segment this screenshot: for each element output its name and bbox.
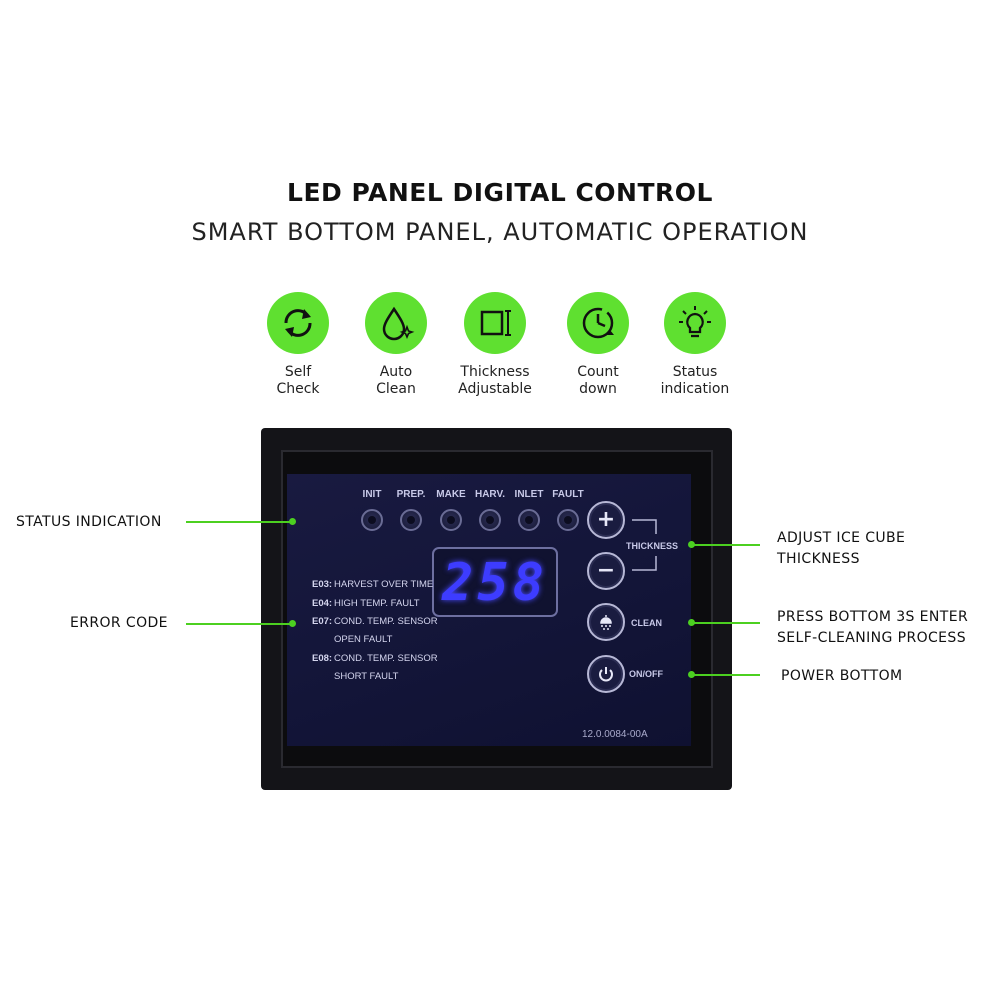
water-drop-sparkle-icon <box>365 292 427 354</box>
plus-icon: + <box>591 505 621 535</box>
minus-icon: − <box>591 556 621 586</box>
callout-dot-clean <box>688 619 695 626</box>
led-label-make: MAKE <box>436 489 466 500</box>
led-prep <box>400 509 422 531</box>
callout-error: ERROR CODE <box>70 615 168 631</box>
lightbulb-icon <box>664 292 726 354</box>
led-label-harv: HARV. <box>474 489 505 500</box>
callout-status: STATUS INDICATION <box>16 514 162 530</box>
callout-dot-thickness <box>688 541 695 548</box>
led-init <box>361 509 383 531</box>
page-title: LED PANEL DIGITAL CONTROL <box>287 178 713 207</box>
led-inlet <box>518 509 540 531</box>
led-label-inlet: INLET <box>514 489 544 500</box>
power-icon <box>599 667 613 682</box>
thickness-icon <box>464 292 526 354</box>
error-text: SHORT FAULT <box>334 671 399 682</box>
error-text: OPEN FAULT <box>334 634 393 645</box>
error-code: E04: <box>312 598 333 609</box>
callout-dot-power <box>688 671 695 678</box>
refresh-icon <box>267 292 329 354</box>
shower-icon <box>600 615 612 630</box>
error-text: COND. TEMP. SENSOR <box>334 616 438 627</box>
error-code: E03: <box>312 579 333 590</box>
led-fault <box>557 509 579 531</box>
error-text: HARVEST OVER TIME <box>334 579 434 590</box>
led-make <box>440 509 462 531</box>
error-text: COND. TEMP. SENSOR <box>334 653 438 664</box>
clean-button[interactable] <box>587 603 625 641</box>
page-subtitle: SMART BOTTOM PANEL, AUTOMATIC OPERATION <box>191 218 809 246</box>
led-label-fault: FAULT <box>552 489 584 500</box>
callout-dot-error <box>289 620 296 627</box>
thickness-label: THICKNESS <box>626 541 679 551</box>
callout-line-error <box>186 623 292 625</box>
led-label-prep: PREP. <box>396 489 426 500</box>
led-harv <box>479 509 501 531</box>
version-label: 12.0.0084-00A <box>582 729 648 740</box>
clock-countdown-icon <box>567 292 629 354</box>
thickness-minus-button[interactable]: − <box>587 552 625 590</box>
callout-line-clean <box>692 622 760 624</box>
callout-thickness: ADJUST ICE CUBE THICKNESS <box>777 530 906 567</box>
digit-display: 258 <box>432 547 558 617</box>
callout-power: POWER BOTTOM <box>781 668 903 684</box>
callout-line-power <box>692 674 760 676</box>
error-code: E07: <box>312 616 333 627</box>
callout-dot-status <box>289 518 296 525</box>
callout-clean: PRESS BOTTOM 3S ENTER SELF-CLEANING PROC… <box>777 609 969 646</box>
display-value: 258 <box>442 553 548 613</box>
callout-line-thickness <box>692 544 760 546</box>
callout-line-status <box>186 521 292 523</box>
thickness-plus-button[interactable]: + <box>587 501 625 539</box>
onoff-label: ON/OFF <box>629 669 663 679</box>
clean-label: CLEAN <box>631 618 662 628</box>
power-button[interactable] <box>587 655 625 693</box>
error-text: HIGH TEMP. FAULT <box>334 598 420 609</box>
led-label-init: INIT <box>362 489 382 500</box>
thickness-bracket <box>632 519 657 571</box>
error-code: E08: <box>312 653 333 664</box>
